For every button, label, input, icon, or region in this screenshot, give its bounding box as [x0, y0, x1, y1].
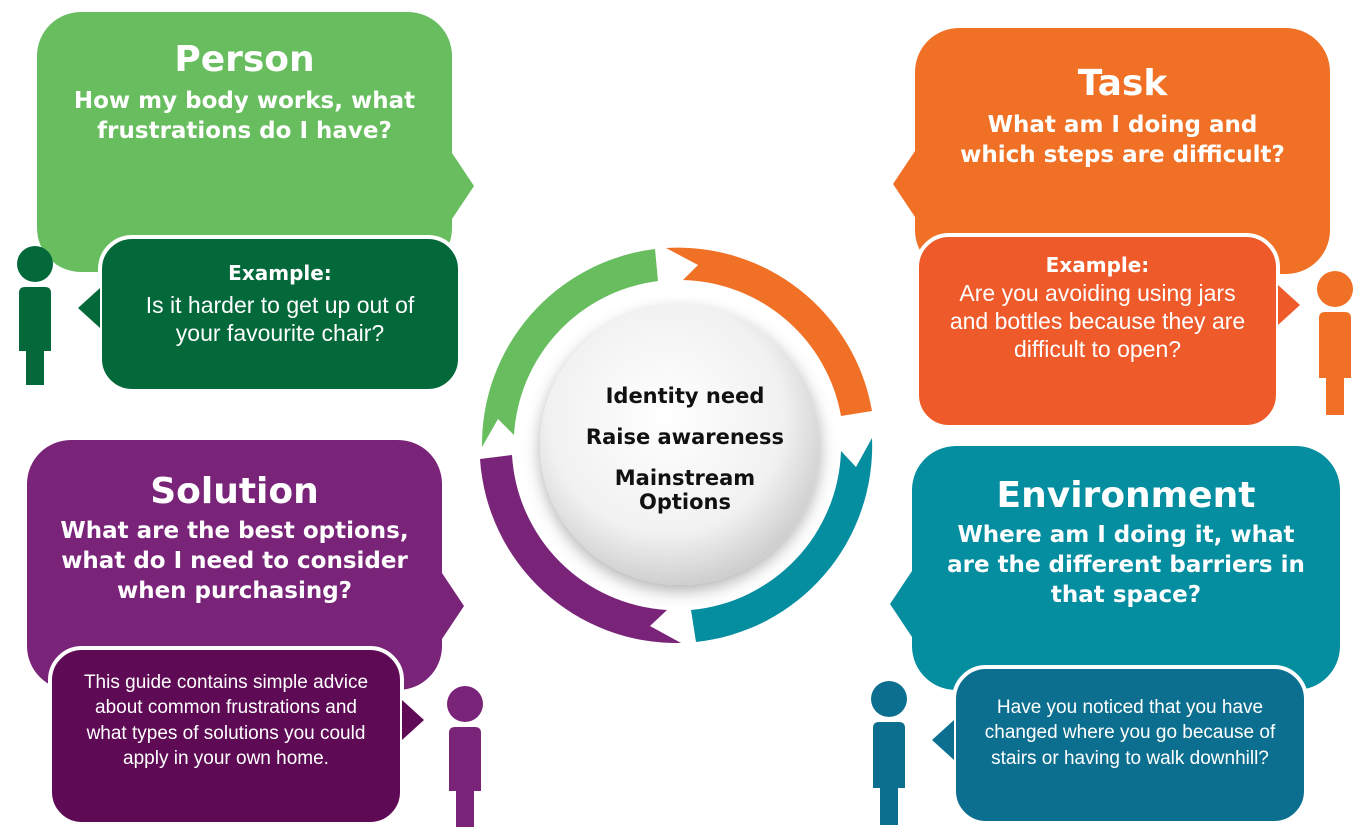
task-title: Task — [1077, 63, 1168, 104]
person-example-label: Example: — [228, 261, 332, 285]
environment-bubble-tail — [890, 568, 914, 640]
person-icon — [447, 686, 483, 827]
solution-example-text: This guide contains simple advice about … — [83, 672, 369, 769]
center-label-2: Raise awareness — [585, 425, 785, 449]
person-icon — [1317, 271, 1353, 415]
person-bubble: Person How my body works, what frustrati… — [37, 12, 452, 272]
task-example-box: Example: Are you avoiding using jars and… — [915, 233, 1280, 429]
cycle-arc-purple — [480, 455, 681, 644]
person-icon — [17, 246, 53, 385]
person-title: Person — [174, 39, 315, 80]
person-icon — [871, 681, 907, 825]
solution-example-tail — [402, 700, 424, 740]
environment-question: Where am I doing it, what are the differ… — [947, 522, 1305, 608]
person-example-tail — [78, 288, 100, 328]
cycle-arc-orange — [666, 247, 872, 416]
task-example-label: Example: — [1045, 253, 1150, 277]
task-example-text: Are you avoiding using jars and bottles … — [949, 280, 1246, 363]
task-question: What am I doing and which steps are diff… — [960, 112, 1285, 169]
environment-example-tail — [932, 720, 954, 760]
cycle-arc-teal — [691, 438, 873, 642]
solution-example-box: This guide contains simple advice about … — [48, 646, 404, 826]
solution-bubble-tail — [440, 570, 464, 642]
solution-question: What are the best options, what do I nee… — [60, 518, 409, 604]
person-question: How my body works, what frustrations do … — [73, 88, 416, 145]
cycle-arc-green — [481, 249, 658, 447]
center-label-1: Identity need — [605, 384, 765, 408]
task-bubble-tail — [893, 148, 917, 220]
solution-title: Solution — [150, 471, 319, 512]
environment-title: Environment — [996, 475, 1256, 516]
cycle-diagram — [480, 247, 873, 644]
environment-example-text: Have you noticed that you have changed w… — [984, 697, 1276, 769]
person-bubble-tail — [450, 150, 474, 222]
center-label-3: Mainstream Options — [614, 466, 756, 515]
environment-bubble: Environment Where am I doing it, what ar… — [912, 446, 1340, 690]
center-disc — [540, 305, 820, 585]
person-example-box: Example: Is it harder to get up out of y… — [98, 235, 462, 393]
environment-example-box: Have you noticed that you have changed w… — [952, 665, 1308, 825]
task-example-tail — [1278, 285, 1300, 325]
person-example-text: Is it harder to get up out of your favou… — [145, 292, 415, 347]
